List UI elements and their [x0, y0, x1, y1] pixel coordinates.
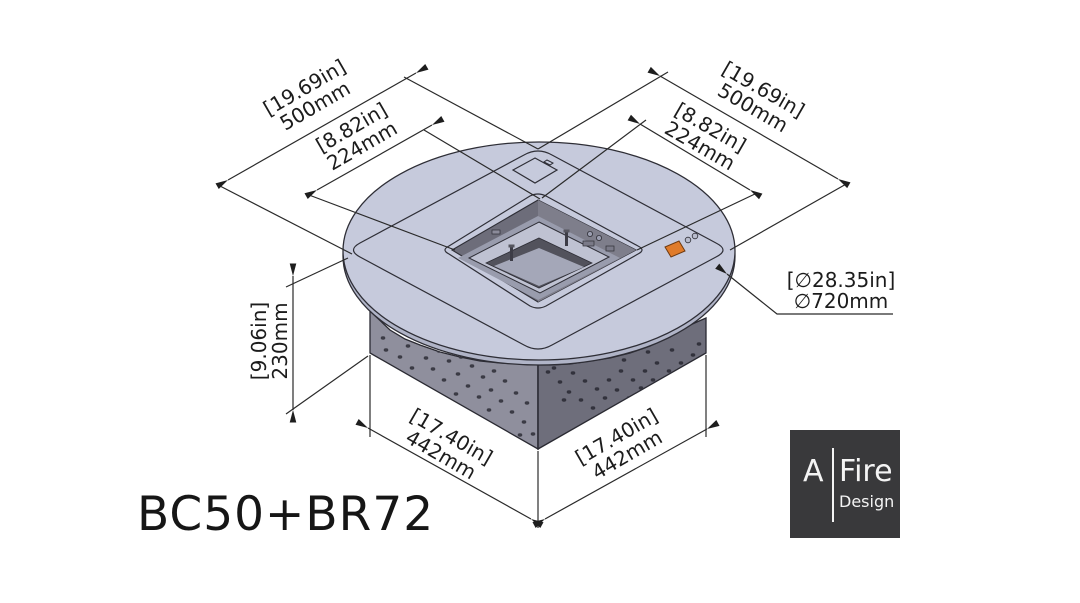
diameter-leader [715, 263, 893, 315]
dimension-table-diameter: [∅28.35in] ∅720mm [787, 270, 896, 312]
dimension-inches: [∅28.35in] [786, 268, 896, 292]
logo-word-design: Design [839, 492, 895, 511]
dim-line-top-left-inner [304, 115, 445, 200]
dim-line-bottom-left [355, 419, 544, 528]
dimension-inches: [9.06in] [247, 301, 271, 381]
control-panel [664, 232, 699, 258]
dimension-mm: 230mm [268, 302, 292, 380]
burner-well-floor [494, 248, 584, 286]
control-panel-plate [664, 240, 686, 258]
dim-line-top-right-inner [627, 114, 763, 200]
model-title: BC50+BR72 [137, 487, 435, 542]
dim-line-bottom-right [532, 420, 720, 528]
dimension-base-height: [9.06in] 230mm [247, 301, 292, 381]
access-plate-outline [511, 157, 559, 184]
logo-word-fire: Fire [839, 454, 893, 489]
control-knob-1 [684, 236, 692, 244]
access-plate-notch [543, 159, 554, 166]
burner-hardware [491, 229, 615, 261]
dimension-lines [215, 63, 893, 528]
dimension-mm: ∅720mm [793, 289, 889, 313]
logo-divider-bar [832, 448, 834, 522]
afire-design-logo: A Fire Design [790, 430, 900, 538]
logo-letter-a: A [803, 454, 824, 489]
plate-outline [352, 150, 724, 350]
control-knob-2 [691, 232, 699, 240]
